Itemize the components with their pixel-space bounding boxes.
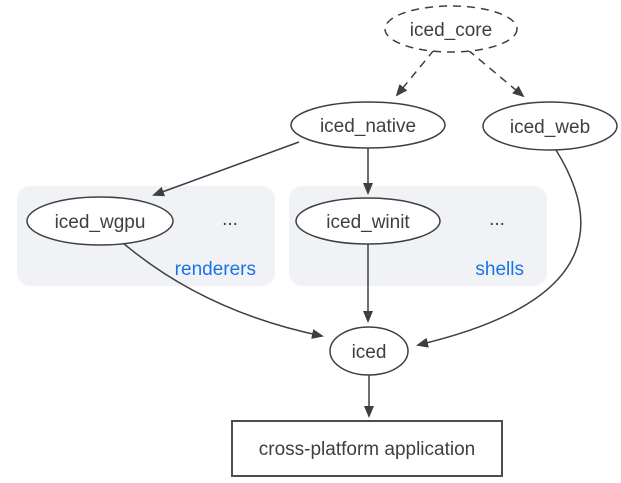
iced_wgpu-ellipse <box>26 196 174 246</box>
iced-label: iced <box>352 342 387 363</box>
shells-ellipsis: ... <box>489 209 505 230</box>
application-label: cross-platform application <box>259 439 475 460</box>
iced_winit-label: iced_winit <box>326 212 410 233</box>
application-box <box>231 420 503 477</box>
edge-iced_core-iced_web <box>467 49 525 98</box>
node-iced: iced <box>329 326 409 376</box>
shells-group-label: shells <box>475 259 524 280</box>
edge-iced_native-iced_wgpu <box>152 141 300 197</box>
iced_native-ellipse <box>290 101 446 149</box>
node-iced_winit: iced_winit <box>295 197 441 245</box>
edge-iced_wgpu-iced <box>122 242 324 339</box>
node-iced_core: iced_core <box>384 5 518 53</box>
edge-iced_core-iced_native <box>395 49 435 97</box>
iced-ellipse <box>329 326 409 376</box>
node-iced_wgpu: iced_wgpu <box>26 196 174 246</box>
iced_wgpu-label: iced_wgpu <box>55 212 146 233</box>
node-iced_web: iced_web <box>482 101 618 151</box>
iced_winit-ellipse <box>295 197 441 245</box>
node-iced_native: iced_native <box>290 101 446 149</box>
node-cross-platform-application: cross-platform application <box>231 420 503 477</box>
iced_web-label: iced_web <box>510 117 590 138</box>
iced_native-label: iced_native <box>320 116 416 137</box>
edge-iced_web-iced <box>416 149 582 348</box>
renderers-group-label: renderers <box>175 259 256 280</box>
renderers-ellipsis: ... <box>222 209 238 230</box>
iced_core-label: iced_core <box>410 20 492 41</box>
iced_web-ellipse <box>482 101 618 151</box>
iced_core-ellipse <box>384 5 518 53</box>
